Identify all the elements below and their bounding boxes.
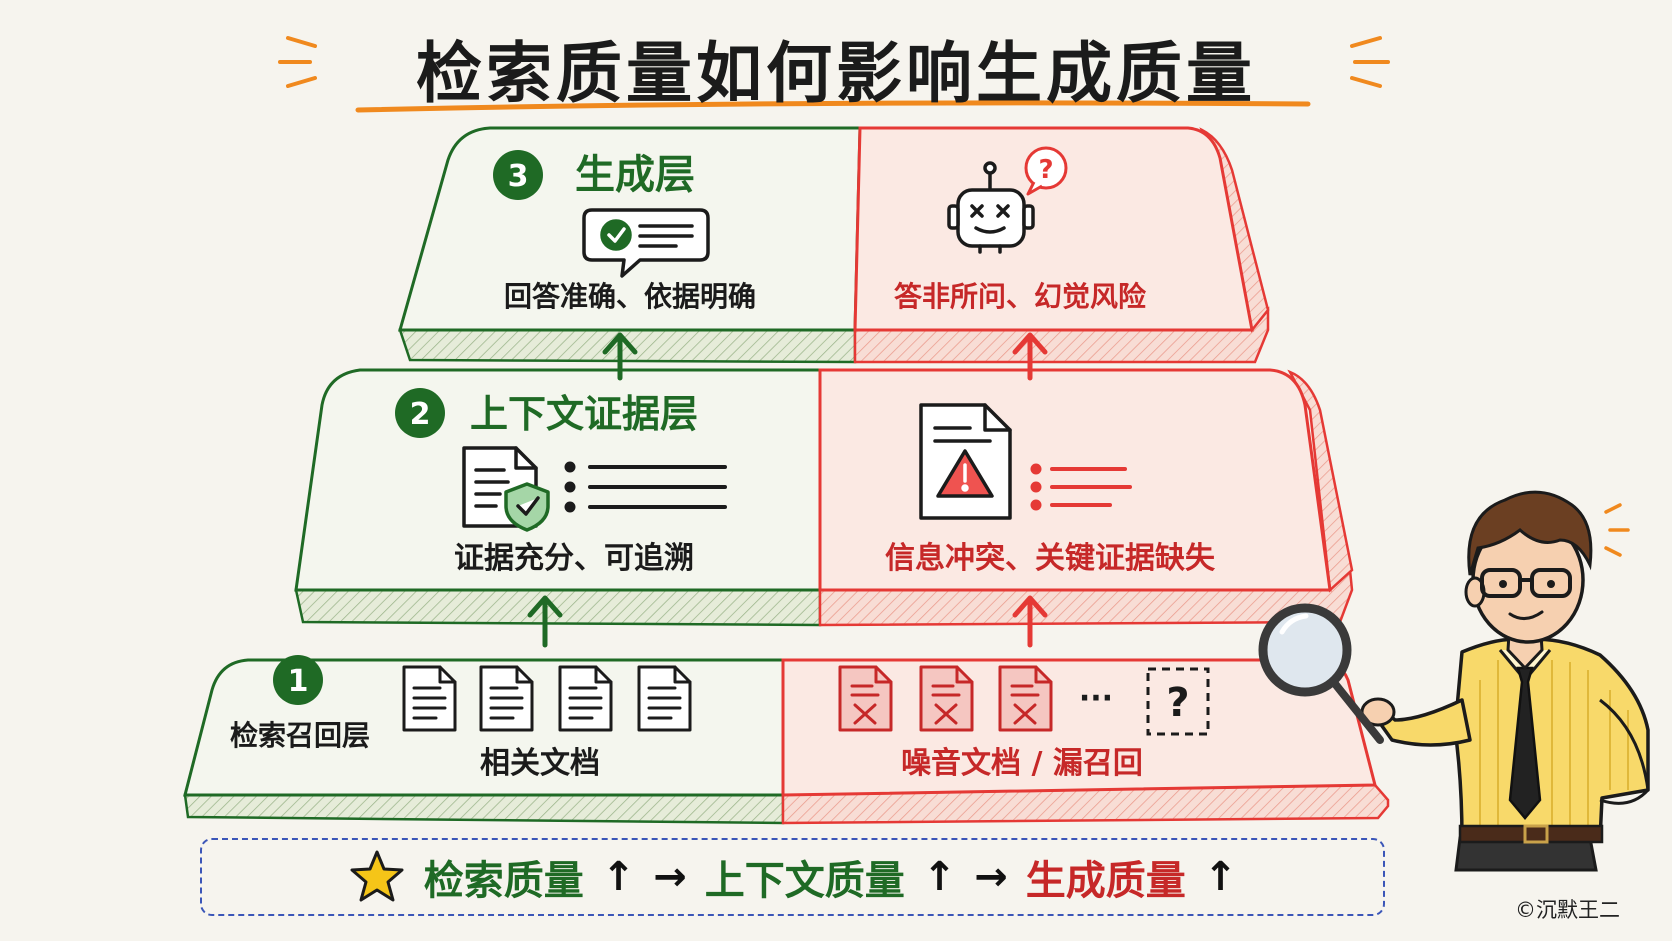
layer-1-good-text: 相关文档	[480, 746, 600, 781]
svg-text:1: 1	[288, 664, 309, 699]
layer-2-title: 上下文证据层	[470, 392, 698, 436]
arrow-up-green-1	[527, 595, 563, 648]
number-badge-3: 3	[493, 150, 543, 200]
chat-check-icon	[582, 208, 710, 278]
confused-robot-icon	[947, 161, 1035, 254]
up-arrow-icon: ↑	[1203, 854, 1238, 900]
star-icon	[350, 850, 404, 902]
right-arrow-icon: →	[653, 854, 687, 900]
layer-2-good-text: 证据充分、可追溯	[454, 541, 694, 576]
question-bubble-icon: ?	[1024, 146, 1068, 196]
evidence-list-good	[564, 461, 727, 513]
page-title: 检索质量如何影响生成质量	[416, 35, 1256, 112]
document-warning-icon	[919, 403, 1012, 520]
title-decoration-left	[278, 36, 317, 88]
layer-1-bad-text: 噪音文档 / 漏召回	[901, 746, 1143, 781]
noisy-documents-icons	[838, 665, 1053, 732]
number-badge-1: 1	[273, 655, 323, 705]
document-icon	[479, 665, 534, 732]
document-icon	[637, 665, 692, 732]
arrow-up-red-1	[1012, 595, 1048, 648]
svg-text:?: ?	[1166, 680, 1189, 726]
credit: ©沉默王二	[1515, 898, 1620, 922]
up-arrow-icon: ↑	[922, 854, 957, 900]
layer-context	[294, 368, 1354, 627]
title-underline	[355, 100, 1311, 113]
svg-text:?: ?	[1038, 155, 1053, 185]
presenter-character	[1258, 490, 1650, 872]
svg-text:3: 3	[508, 159, 529, 194]
arrow-up-green-2	[602, 332, 638, 381]
summary-generation: 生成质量	[1025, 858, 1186, 904]
title-decoration-right	[1350, 36, 1390, 88]
layer-3-good-text: 回答准确、依据明确	[504, 280, 756, 313]
layer-1-title: 检索召回层	[230, 719, 370, 752]
noisy-document-icon	[838, 665, 893, 732]
layer-3-title: 生成层	[575, 152, 695, 198]
summary-bar: 检索质量 ↑ → 上下文质量 ↑ → 生成质量 ↑	[200, 838, 1385, 916]
number-badge-2: 2	[395, 388, 445, 438]
noisy-document-icon	[998, 665, 1053, 732]
up-arrow-icon: ↑	[601, 854, 636, 900]
arrow-up-red-2	[1012, 332, 1048, 381]
document-icon	[558, 665, 613, 732]
summary-context: 上下文质量	[704, 858, 905, 904]
noisy-document-icon	[919, 665, 974, 732]
document-icon	[402, 665, 457, 732]
ellipsis: ···	[1079, 681, 1113, 716]
document-shield-icon	[462, 446, 550, 532]
missing-document-icon: ?	[1146, 667, 1210, 736]
summary-retrieval: 检索质量	[423, 858, 584, 904]
right-arrow-icon: →	[974, 854, 1008, 900]
svg-text:2: 2	[410, 397, 431, 432]
layer-3-bad-text: 答非所问、幻觉风险	[894, 280, 1147, 313]
evidence-list-bad	[1030, 463, 1132, 511]
layer-2-bad-text: 信息冲突、关键证据缺失	[885, 541, 1216, 576]
relevant-documents-icons	[402, 665, 692, 732]
